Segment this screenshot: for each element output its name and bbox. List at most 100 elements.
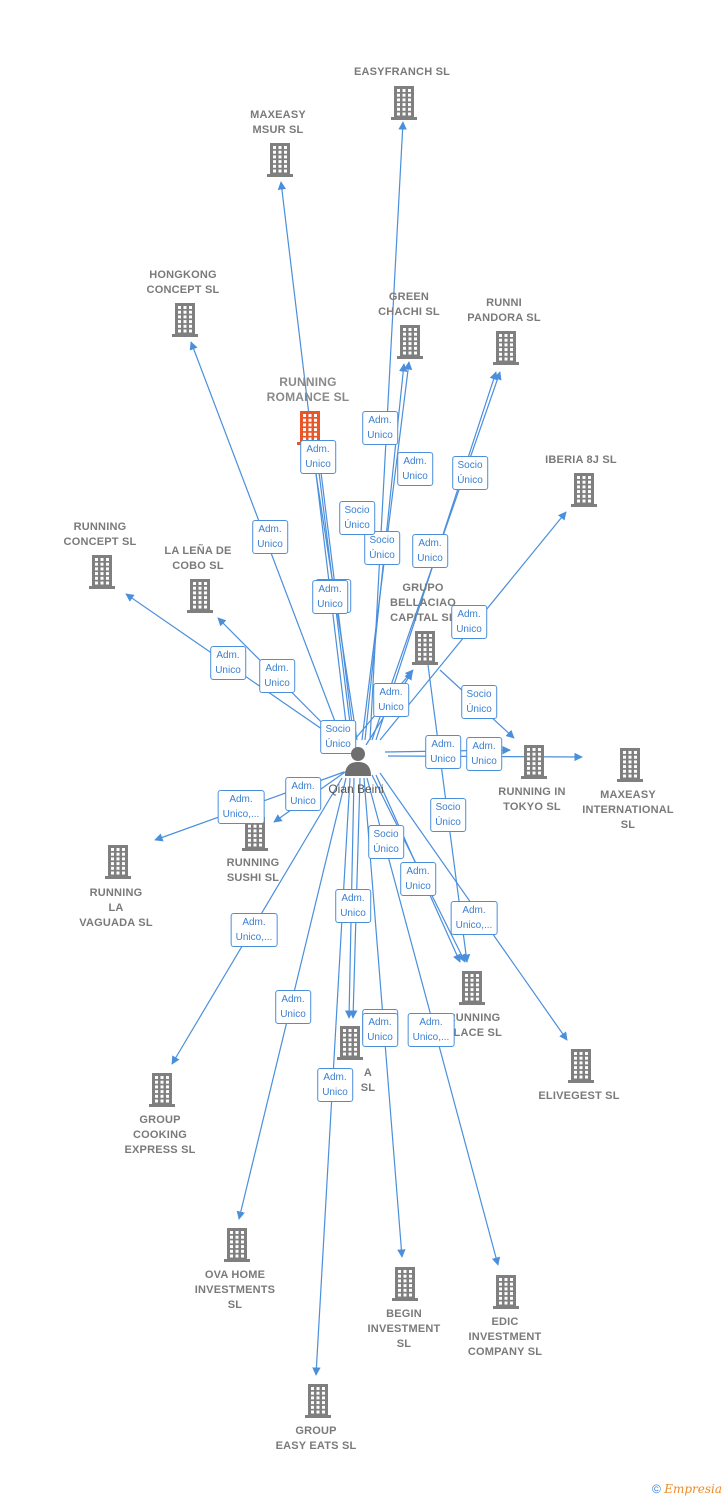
building-icon: [337, 1026, 363, 1060]
relation-label-grupo-bellaciao[interactable]: Adm. Unico: [373, 683, 409, 717]
building-icon: [305, 1384, 331, 1418]
company-label-lena-cobo[interactable]: LA LEÑA DE COBO SL: [164, 545, 232, 572]
company-label-maxeasy-intl[interactable]: MAXEASY INTERNATIONAL SL: [582, 789, 674, 831]
building-icon: [242, 817, 268, 851]
company-label-elivegest[interactable]: ELIVEGEST SL: [538, 1090, 620, 1102]
company-label-runni-pandora[interactable]: RUNNI PANDORA SL: [467, 297, 541, 324]
company-label-running-tokyo[interactable]: RUNNING IN TOKYO SL: [498, 786, 566, 813]
relation-label-green-chachi[interactable]: Socio Único: [364, 531, 400, 565]
company-label-hongkong[interactable]: HONGKONG CONCEPT SL: [146, 269, 220, 296]
building-icon: [459, 971, 485, 1005]
building-icon: [267, 143, 293, 177]
relation-label-group-cooking[interactable]: Adm. Unico,...: [230, 913, 278, 947]
brand-logo: Empresia: [664, 1482, 722, 1496]
relation-label-running-tokyo[interactable]: Socio Único: [461, 685, 497, 719]
building-icon: [89, 555, 115, 589]
company-label-running-place[interactable]: RUNNING PLACE SL: [446, 1012, 502, 1039]
company-label-running-vaguada[interactable]: RUNNING LA VAGUADA SL: [79, 887, 153, 929]
company-node-running-tokyo[interactable]: [520, 745, 548, 784]
company-node-lena-cobo[interactable]: [186, 579, 214, 618]
building-icon: [224, 1228, 250, 1262]
company-node-green-chachi[interactable]: [396, 325, 424, 364]
company-label-grupo-bellaciao[interactable]: GRUPO BELLACIAO CAPITAL SL: [390, 582, 456, 624]
company-node-running-sushi[interactable]: [241, 817, 269, 856]
copyright-icon: ©: [652, 1482, 661, 1496]
building-icon: [397, 325, 423, 359]
building-icon: [149, 1073, 175, 1107]
relation-label-running-sushi[interactable]: Adm. Unico: [285, 777, 321, 811]
company-label-iberia-8j[interactable]: IBERIA 8J SL: [545, 454, 617, 466]
building-icon: [493, 1275, 519, 1309]
company-label-running-concept[interactable]: RUNNING CONCEPT SL: [63, 521, 137, 548]
relation-label-running-concept[interactable]: Adm. Unico: [210, 646, 246, 680]
building-icon: [412, 631, 438, 665]
company-label-green-chachi[interactable]: GREEN CHACHI SL: [378, 291, 440, 318]
company-node-easyfranch[interactable]: [390, 86, 418, 125]
building-icon: [172, 303, 198, 337]
person-name: Qian Beini: [328, 782, 384, 796]
company-label-begin-investment[interactable]: BEGIN INVESTMENT SL: [367, 1308, 441, 1350]
company-label-running-sushi[interactable]: RUNNING SUSHI SL: [226, 857, 280, 884]
company-label-running-romance[interactable]: RUNNING ROMANCE SL: [266, 375, 350, 404]
relation-label-running-romance[interactable]: Adm. Unico: [312, 580, 348, 614]
relation-label-running-vaguada[interactable]: Adm. Unico,...: [217, 790, 265, 824]
building-icon: [617, 748, 643, 782]
relation-label-group-easy-eats[interactable]: Adm. Unico: [317, 1068, 353, 1102]
company-node-running-place[interactable]: [458, 971, 486, 1010]
company-label-group-easy-eats[interactable]: GROUP EASY EATS SL: [275, 1425, 357, 1452]
company-node-maxeasy-msur[interactable]: [266, 143, 294, 182]
relation-label-begin-investment[interactable]: Adm. Unico: [362, 1013, 398, 1047]
company-label-running-a[interactable]: A SL: [360, 1067, 376, 1094]
building-icon: [392, 1267, 418, 1301]
company-node-begin-investment[interactable]: [391, 1267, 419, 1306]
relation-label-running-tokyo[interactable]: Adm. Unico: [425, 735, 461, 769]
company-node-hongkong[interactable]: [171, 303, 199, 342]
building-icon: [521, 745, 547, 779]
footer-brand[interactable]: © Empresia: [652, 1482, 722, 1496]
building-icon: [187, 579, 213, 613]
relation-label-lena-cobo[interactable]: Adm. Unico: [259, 659, 295, 693]
relation-label-green-chachi[interactable]: Adm. Unico: [397, 452, 433, 486]
building-icon: [105, 845, 131, 879]
company-label-easyfranch[interactable]: EASYFRANCH SL: [353, 66, 451, 78]
company-node-running-vaguada[interactable]: [104, 845, 132, 884]
relation-label-running-place[interactable]: Socio Único: [430, 798, 466, 832]
relation-label-runni-pandora[interactable]: Adm. Unico: [412, 534, 448, 568]
building-icon: [391, 86, 417, 120]
company-label-maxeasy-msur[interactable]: MAXEASY MSUR SL: [250, 109, 306, 136]
relation-label-running-place[interactable]: Socio Único: [368, 825, 404, 859]
company-label-group-cooking[interactable]: GROUP COOKING EXPRESS SL: [124, 1114, 196, 1156]
company-node-ova-home[interactable]: [223, 1228, 251, 1267]
company-node-maxeasy-intl[interactable]: [616, 748, 644, 787]
company-node-group-easy-eats[interactable]: [304, 1384, 332, 1423]
relation-label-iberia-8j[interactable]: Adm. Unico: [451, 605, 487, 639]
company-node-running-a[interactable]: [336, 1026, 364, 1065]
company-node-runni-pandora[interactable]: [492, 331, 520, 370]
building-icon: [568, 1049, 594, 1083]
company-node-grupo-bellaciao[interactable]: [411, 631, 439, 670]
building-icon: [493, 331, 519, 365]
relation-label-maxeasy-intl[interactable]: Adm. Unico: [466, 737, 502, 771]
relation-label-edic-investment[interactable]: Adm. Unico,...: [407, 1013, 455, 1047]
relation-label-grupo-bellaciao[interactable]: Socio Único: [320, 720, 356, 754]
relation-label-running-a[interactable]: Adm. Unico: [335, 889, 371, 923]
company-label-edic-investment[interactable]: EDIC INVESTMENT COMPANY SL: [467, 1316, 543, 1358]
relation-label-running-romance[interactable]: Socio Único: [339, 501, 375, 535]
relation-label-runni-pandora[interactable]: Socio Único: [452, 456, 488, 490]
relation-label-elivegest[interactable]: Adm. Unico,...: [450, 901, 498, 935]
company-node-elivegest[interactable]: [567, 1049, 595, 1088]
company-node-iberia-8j[interactable]: [570, 473, 598, 512]
company-node-edic-investment[interactable]: [492, 1275, 520, 1314]
company-node-running-concept[interactable]: [88, 555, 116, 594]
relation-label-ova-home[interactable]: Adm. Unico: [275, 990, 311, 1024]
relation-label-running-romance[interactable]: Adm. Unico: [300, 440, 336, 474]
person-node[interactable]: [343, 745, 373, 777]
company-label-ova-home[interactable]: OVA HOME INVESTMENTS SL: [194, 1269, 276, 1311]
person-icon: [345, 747, 371, 776]
building-icon: [571, 473, 597, 507]
relation-label-running-place[interactable]: Adm. Unico: [400, 862, 436, 896]
relation-label-hongkong[interactable]: Adm. Unico: [252, 520, 288, 554]
company-node-group-cooking[interactable]: [148, 1073, 176, 1112]
relation-label-easyfranch[interactable]: Adm. Unico: [362, 411, 398, 445]
